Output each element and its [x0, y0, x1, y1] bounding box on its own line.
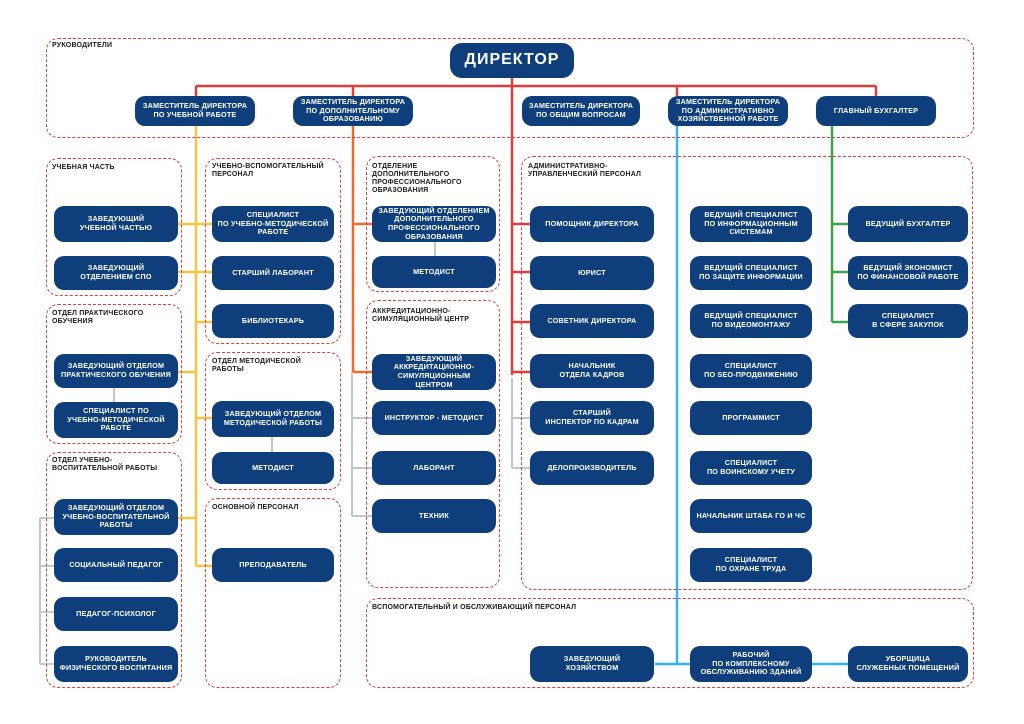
- group-support-staff: [205, 158, 341, 344]
- green-connectors: [830, 108, 848, 324]
- group-practice: [46, 304, 182, 444]
- spec-military-box[interactable]: СПЕЦИАЛИСТ ПО ВОИНСКОМУ УЧЕТУ: [690, 451, 812, 485]
- group-label-main-staff: ОСНОВНОЙ ПЕРСОНАЛ: [212, 504, 299, 511]
- group-accred: [366, 300, 500, 588]
- spec-infosec-box[interactable]: ВЕДУЩИЙ СПЕЦИАЛИСТ ПО ЗАЩИТЕ ИНФОРМАЦИИ: [690, 256, 812, 290]
- blue-connectors: [655, 126, 848, 666]
- gray-connectors: [39, 240, 530, 665]
- assistant-director-box[interactable]: ПОМОЩНИК ДИРЕКТОРА: [530, 206, 654, 242]
- group-label-dpo: ОТДЕЛЕНИЕ ДОПОЛНИТЕЛЬНОГО ПРОФЕССИОНАЛЬН…: [372, 163, 462, 194]
- group-label-service: ВСПОМОГАТЕЛЬНЫЙ И ОБСЛУЖИВАЮЩИЙ ПЕРСОНАЛ: [372, 604, 577, 611]
- group-leaders: [46, 38, 974, 138]
- spec-seo-box[interactable]: СПЕЦИАЛИСТ ПО SEO-ПРОДВИЖЕНИЮ: [690, 354, 812, 388]
- clerk-box[interactable]: ДЕЛОПРОИЗВОДИТЕЛЬ: [530, 451, 654, 485]
- group-edu: [46, 452, 182, 688]
- group-label-practice: ОТДЕЛ ПРАКТИЧЕСКОГО ОБУЧЕНИЯ: [52, 310, 144, 325]
- head-edu-box[interactable]: ЗАВЕДУЮЩИЙ ОТДЕЛОМ УЧЕБНО-ВОСПИТАТЕЛЬНОЙ…: [54, 499, 178, 535]
- tech-box[interactable]: ТЕХНИК: [372, 499, 496, 533]
- deputy-study-box[interactable]: ЗАМЕСТИТЕЛЬ ДИРЕКТОРА ПО УЧЕБНОЙ РАБОТЕ: [135, 96, 255, 126]
- social-pedagogue-box[interactable]: СОЦИАЛЬНЫЙ ПЕДАГОГ: [54, 548, 178, 582]
- hr-senior-box[interactable]: СТАРШИЙ ИНСПЕКТОР ПО КАДРАМ: [530, 401, 654, 435]
- programmer-box[interactable]: ПРОГРАММИСТ: [690, 401, 812, 435]
- group-label-study: УЧЕБНАЯ ЧАСТЬ: [52, 164, 115, 171]
- spec-practice-box[interactable]: СПЕЦИАЛИСТ ПО УЧЕБНО-МЕТОДИЧЕСКОЙ РАБОТЕ: [54, 402, 178, 438]
- head-dpo-box[interactable]: ЗАВЕДУЮЩИЙ ОТДЕЛЕНИЕМ ДОПОЛНИТЕЛЬНОГО ПР…: [372, 206, 496, 242]
- head-accred-box[interactable]: ЗАВЕДУЮЩИЙ АККРЕДИТАЦИОННО- СИМУЛЯЦИОННЫ…: [372, 354, 496, 390]
- group-method: [205, 352, 341, 490]
- lab-box[interactable]: ЛАБОРАНТ: [372, 451, 496, 485]
- go-chs-box[interactable]: НАЧАЛЬНИК ШТАБА ГО И ЧС: [690, 499, 812, 533]
- group-main-staff: [205, 498, 341, 688]
- group-admin: [521, 156, 973, 590]
- head-method-box[interactable]: ЗАВЕДУЮЩИЙ ОТДЕЛОМ МЕТОДИЧЕСКОЙ РАБОТЫ: [212, 401, 334, 437]
- spec-video-box[interactable]: ВЕДУЩИЙ СПЕЦИАЛИСТ ПО ВИДЕОМОНТАЖУ: [690, 304, 812, 338]
- hr-head-box[interactable]: НАЧАЛЬНИК ОТДЕЛА КАДРОВ: [530, 354, 654, 388]
- head-spo-box[interactable]: ЗАВЕДУЮЩИЙ ОТДЕЛЕНИЕМ СПО: [54, 256, 178, 290]
- senior-lab-box[interactable]: СТАРШИЙ ЛАБОРАНТ: [212, 256, 334, 290]
- chief-accountant-box[interactable]: ГЛАВНЫЙ БУХГАЛТЕР: [816, 96, 936, 126]
- psychologist-box[interactable]: ПЕДАГОГ-ПСИХОЛОГ: [54, 597, 178, 631]
- deputy-dpo-box[interactable]: ЗАМЕСТИТЕЛЬ ДИРЕКТОРА ПО ДОПОЛНИТЕЛЬНОМУ…: [293, 96, 413, 126]
- red-connectors: [194, 78, 878, 375]
- group-label-leaders: РУКОВОДИТЕЛИ: [52, 42, 113, 49]
- spec-purchase-box[interactable]: СПЕЦИАЛИСТ В СФЕРЕ ЗАКУПОК: [848, 304, 968, 338]
- group-label-method: ОТДЕЛ МЕТОДИЧЕСКОЙ РАБОТЫ: [212, 358, 302, 373]
- group-label-edu: ОТДЕЛ УЧЕБНО- ВОСПИТАТЕЛЬНОЙ РАБОТЫ: [52, 457, 158, 472]
- lawyer-box[interactable]: ЮРИСТ: [530, 256, 654, 290]
- methodist-box[interactable]: МЕТОДИСТ: [212, 452, 334, 484]
- group-dpo: [366, 156, 500, 292]
- deputy-aho-box[interactable]: ЗАМЕСТИТЕЛЬ ДИРЕКТОРА ПО АДМИНИСТРАТИВНО…: [668, 96, 788, 126]
- methodist-dpo-box[interactable]: МЕТОДИСТ: [372, 256, 496, 288]
- cleaner-box[interactable]: УБОРЩИЦА СЛУЖЕБНЫХ ПОМЕЩЕНИЙ: [848, 646, 968, 682]
- lead-economist-box[interactable]: ВЕДУЩИЙ ЭКОНОМИСТ ПО ФИНАНСОВОЙ РАБОТЕ: [848, 256, 968, 290]
- teacher-box[interactable]: ПРЕПОДАВАТЕЛЬ: [212, 548, 334, 582]
- head-study-box[interactable]: ЗАВЕДУЮЩИЙ УЧЕБНОЙ ЧАСТЬЮ: [54, 206, 178, 242]
- advisor-box[interactable]: СОВЕТНИК ДИРЕКТОРА: [530, 304, 654, 338]
- group-label-support-staff: УЧЕБНО-ВСПОМОГАТЕЛЬНЫЙ ПЕРСОНАЛ: [212, 163, 324, 178]
- spec-umr-box[interactable]: СПЕЦИАЛИСТ ПО УЧЕБНО-МЕТОДИЧЕСКОЙ РАБОТЕ: [212, 206, 334, 242]
- house-head-box[interactable]: ЗАВЕДУЮЩИЙ ХОЗЯЙСТВОМ: [530, 646, 654, 682]
- spec-is-box[interactable]: ВЕДУЩИЙ СПЕЦИАЛИСТ ПО ИНФОРМАЦИОННЫМ СИС…: [690, 206, 812, 242]
- spec-labor-box[interactable]: СПЕЦИАЛИСТ ПО ОХРАНЕ ТРУДА: [690, 548, 812, 582]
- group-service: [366, 598, 974, 688]
- worker-box[interactable]: РАБОЧИЙ ПО КОМПЛЕКСНОМУ ОБСЛУЖИВАНИЮ ЗДА…: [690, 646, 812, 682]
- group-study: [46, 158, 182, 296]
- group-label-admin: АДМИНИСТРАТИВНО- УПРАВЛЕНЧЕСКИЙ ПЕРСОНАЛ: [528, 163, 642, 178]
- deputy-general-box[interactable]: ЗАМЕСТИТЕЛЬ ДИРЕКТОРА ПО ОБЩИМ ВОПРОСАМ: [522, 96, 640, 126]
- head-practice-box[interactable]: ЗАВЕДУЮЩИЙ ОТДЕЛОМ ПРАКТИЧЕСКОГО ОБУЧЕНИ…: [54, 354, 178, 388]
- lead-accountant-box[interactable]: ВЕДУЩИЙ БУХГАЛТЕР: [848, 206, 968, 242]
- group-label-accred: АККРЕДИТАЦИОННО- СИМУЛЯЦИОННЫЙ ЦЕНТР: [372, 308, 470, 323]
- librarian-box[interactable]: БИБЛИОТЕКАРЬ: [212, 304, 334, 338]
- instructor-box[interactable]: ИНСТРУКТОР - МЕТОДИСТ: [372, 401, 496, 435]
- phys-ed-head-box[interactable]: РУКОВОДИТЕЛЬ ФИЗИЧЕСКОГО ВОСПИТАНИЯ: [54, 646, 178, 682]
- director-box[interactable]: ДИРЕКТОР: [450, 43, 574, 78]
- orange-connectors: [351, 126, 372, 374]
